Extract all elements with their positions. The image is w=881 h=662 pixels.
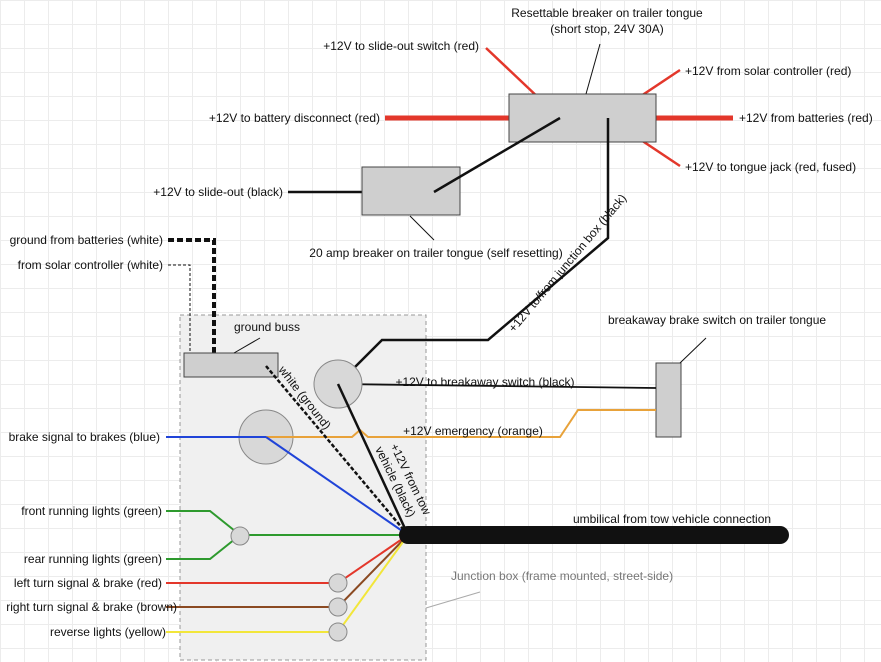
connector-reverse xyxy=(328,622,348,642)
resettable-breaker-title: Resettable breaker on trailer tongue xyxy=(511,6,703,20)
label-slide-out-switch: +12V to slide-out switch (red) xyxy=(323,39,479,53)
wire-brake-to-hub-blue xyxy=(265,436,409,536)
label-brake-signal: brake signal to brakes (blue) xyxy=(9,430,160,444)
breaker-20a-callout xyxy=(409,215,435,241)
breakaway-switch-callout xyxy=(679,337,707,364)
junction-box-callout xyxy=(425,591,481,609)
breaker-20a-box xyxy=(361,166,461,216)
breakaway-switch-box xyxy=(655,362,682,438)
connector-left-turn xyxy=(328,573,348,593)
label-umbilical: umbilical from tow vehicle connection xyxy=(573,512,771,526)
label-from-solar-white: from solar controller (white) xyxy=(18,258,163,272)
wire-junction-box-black xyxy=(337,118,610,385)
label-breakaway-switch: breakaway brake switch on trailer tongue xyxy=(608,313,826,327)
wire-rear-running-green xyxy=(166,534,241,560)
connector-right-turn xyxy=(328,597,348,617)
label-right-turn: right turn signal & brake (brown) xyxy=(6,600,177,614)
label-20a-breaker: 20 amp breaker on trailer tongue (self r… xyxy=(309,246,562,260)
label-to-breakaway-switch: +12V to breakaway switch (black) xyxy=(395,375,574,389)
ground-buss-callout xyxy=(233,337,261,354)
label-slide-out-black: +12V to slide-out (black) xyxy=(153,185,283,199)
label-junction-box: Junction box (frame mounted, street-side… xyxy=(451,569,673,583)
label-front-running: front running lights (green) xyxy=(21,504,162,518)
ground-buss xyxy=(183,352,279,378)
resettable-breaker-subtitle: (short stop, 24V 30A) xyxy=(550,22,663,36)
label-left-turn: left turn signal & brake (red) xyxy=(14,576,162,590)
label-ground-from-batteries: ground from batteries (white) xyxy=(10,233,163,247)
wire-emergency-orange xyxy=(266,409,656,438)
wire-12v-from-tow-black xyxy=(336,383,410,536)
wire-from-solar-white xyxy=(168,264,191,366)
wire-to-breakaway-black xyxy=(337,383,657,389)
wire-20a-to-resettable xyxy=(433,116,561,194)
label-ground-buss: ground buss xyxy=(234,320,300,334)
wire-white-ground xyxy=(265,365,409,536)
label-solar-controller-in: +12V from solar controller (red) xyxy=(685,64,851,78)
label-tongue-jack: +12V to tongue jack (red, fused) xyxy=(685,160,856,174)
wire-ground-batteries-white xyxy=(168,238,216,366)
wire-front-running-green xyxy=(166,510,241,536)
label-reverse: reverse lights (yellow) xyxy=(50,625,166,639)
resettable-breaker-callout xyxy=(585,43,601,95)
label-emergency-orange: +12V emergency (orange) xyxy=(403,424,543,438)
label-battery-disconnect: +12V to battery disconnect (red) xyxy=(209,111,380,125)
label-rear-running: rear running lights (green) xyxy=(24,552,162,566)
connector-running xyxy=(230,526,250,546)
label-from-batteries: +12V from batteries (red) xyxy=(739,111,873,125)
